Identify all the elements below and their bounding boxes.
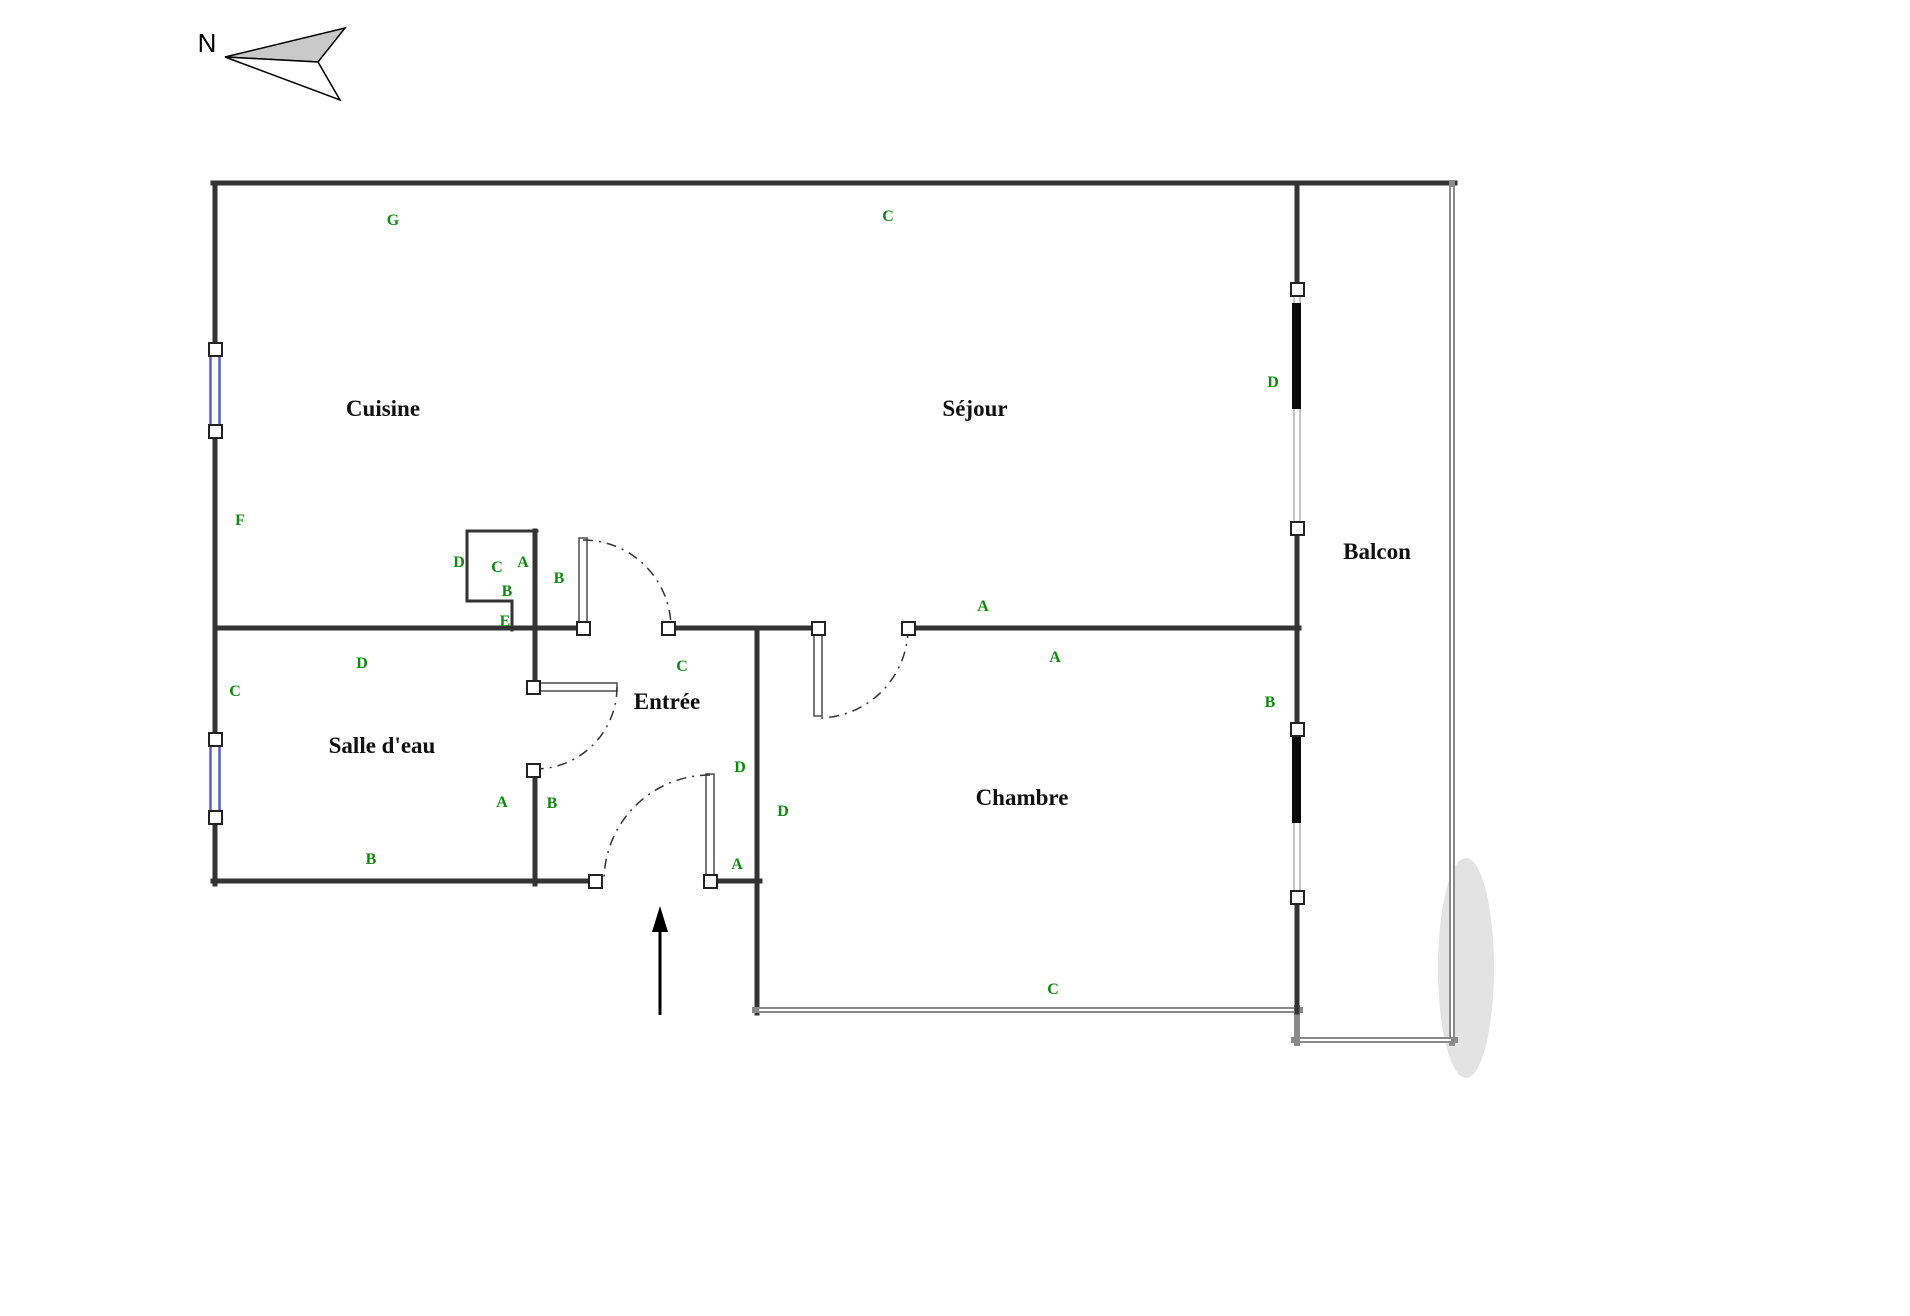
junction-marker [1290,282,1305,297]
junction-marker [208,342,223,357]
door-leaf-entrance [705,773,715,882]
balcony-door-panel-upper [1292,303,1301,409]
door-leaf-entree-sejour [578,537,588,631]
wall-label-d-4: D [453,554,465,571]
room-label-s-jour: Séjour [942,396,1007,421]
wall-label-c-15: C [676,658,688,675]
wall-label-c-13: C [229,683,241,700]
wall-label-d-2: D [1267,374,1279,391]
wall-label-f-3: F [235,512,245,529]
door-leaf-sejour-chambre [813,627,823,717]
north-arrow: N [198,26,347,102]
wall-label-d-14: D [356,655,368,672]
north-arrow-lower-wing [224,56,342,102]
junction-marker [208,424,223,439]
wall-label-b-8: B [502,583,513,600]
entrance-arrow [652,906,668,1015]
wall-label-e-9: E [500,613,511,630]
wall-label-c-22: C [1047,981,1059,998]
room-label-entr-e: Entrée [634,689,700,714]
wall-label-c-1: C [882,208,894,225]
junction-marker [901,621,916,636]
junction-marker [811,621,826,636]
wall-label-b-7: B [554,570,565,587]
wall-label-g-0: G [387,212,400,229]
room-label-cuisine: Cuisine [346,396,420,421]
wall-label-c-5: C [491,559,503,576]
wall-label-a-16: A [496,794,508,811]
junction-marker [526,763,541,778]
door-arc-sejour-chambre [817,627,909,719]
junction-marker [588,874,603,889]
doors [534,537,909,882]
wall-label-a-11: A [1049,649,1061,666]
room-label-chambre: Chambre [976,785,1069,810]
compass-label: N [198,28,217,58]
watermark [1438,858,1494,1078]
junction-marker [208,732,223,747]
junction-marker [1290,521,1305,536]
balcony-door-panel-lower [1292,733,1301,823]
window-kitchen [209,350,221,430]
wall-label-b-17: B [547,795,558,812]
room-label-salle-d-eau: Salle d'eau [329,733,436,758]
north-arrow-upper-wing [224,26,347,63]
wall-label-a-21: A [731,856,743,873]
wall-label-d-19: D [777,803,789,820]
junction-marker [208,810,223,825]
door-leaf-salle-deau [536,682,618,692]
junction-markers [208,282,1305,905]
junction-marker [1290,722,1305,737]
door-arc-entrance [603,774,711,882]
entrance-arrow-head [652,906,668,932]
window-bathroom [209,741,221,816]
wall-label-b-12: B [1265,694,1276,711]
junction-marker [661,621,676,636]
room-label-balcon: Balcon [1343,539,1411,564]
interior-walls [212,528,1302,887]
door-arc-entree-sejour [582,539,672,629]
junction-marker [526,680,541,695]
outer-walls [210,180,1458,1016]
wall-label-a-6: A [517,554,529,571]
junction-marker [1290,890,1305,905]
door-arc-salle-deau [534,686,618,770]
junction-marker [703,874,718,889]
wall-label-a-10: A [977,598,989,615]
balcony-walls [1291,180,1458,1046]
wall-label-b-20: B [366,851,377,868]
wall-label-d-18: D [734,759,746,776]
junction-marker [576,621,591,636]
